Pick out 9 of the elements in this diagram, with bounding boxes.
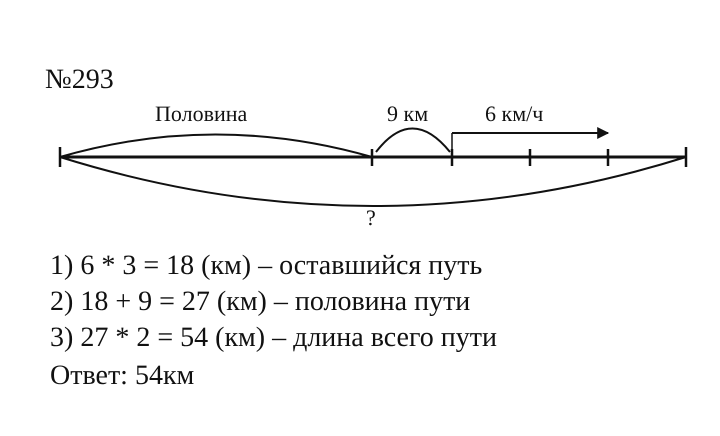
unknown-mark: ? (366, 207, 376, 229)
solution-step: 1) 6 * 3 = 18 (км) – оставшийся путь (50, 252, 482, 280)
segment-label: 9 км (387, 103, 428, 125)
speed-label: 6 км/ч (485, 103, 544, 125)
solution-step: 3) 27 * 2 = 54 (км) – длина всего пути (50, 324, 497, 352)
answer-text: Ответ: 54км (50, 362, 194, 390)
problem-number: №293 (45, 66, 114, 94)
segment-label: Половина (155, 103, 248, 125)
solution-step: 2) 18 + 9 = 27 (км) – половина пути (50, 288, 470, 316)
